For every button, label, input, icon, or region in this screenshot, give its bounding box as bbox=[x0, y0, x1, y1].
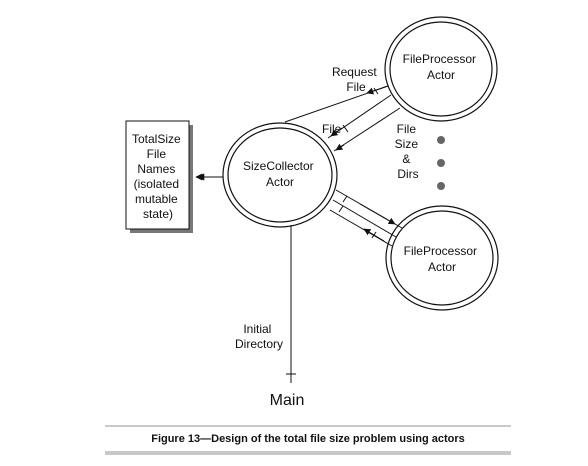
label-initial-directory-line-2: Directory bbox=[235, 337, 283, 351]
link-bottom-3-tick bbox=[371, 231, 377, 239]
more-processors-dot bbox=[437, 159, 445, 167]
total-size-line-2: File bbox=[147, 147, 167, 161]
total-size-line-3: Names bbox=[137, 162, 175, 176]
total-size-line-4: (isolated bbox=[134, 177, 179, 191]
file-processor-top-text: FileProcessor Actor bbox=[403, 52, 480, 82]
label-request-file-line-1: Request bbox=[332, 65, 377, 79]
file-processor-bottom-line-2: Actor bbox=[428, 260, 456, 274]
label-file-size-dirs-line-3: & bbox=[402, 152, 410, 166]
arrow-request-file-tick bbox=[373, 87, 379, 95]
more-processors-dot bbox=[437, 182, 445, 190]
link-bottom-1-tick bbox=[342, 195, 348, 203]
label-file-size-dirs-line-4: Dirs bbox=[397, 167, 418, 181]
size-collector-line-1: SizeCollector bbox=[243, 159, 314, 173]
link-bottom-1-head bbox=[359, 203, 396, 225]
size-collector-text: SizeCollector Actor bbox=[243, 159, 317, 189]
total-size-box-frame bbox=[125, 120, 190, 230]
total-size-box-text: TotalSize File Names (isolated mutable s… bbox=[132, 132, 184, 221]
total-size-line-6: state) bbox=[143, 207, 173, 221]
label-initial-directory: Initial Directory bbox=[235, 322, 283, 351]
caption-bottom-rule bbox=[105, 451, 511, 455]
figure-caption-block: Figure 13—Design of the total file size … bbox=[105, 425, 511, 455]
connectors bbox=[195, 85, 403, 383]
file-processor-top-line-1: FileProcessor bbox=[403, 52, 476, 66]
figure-caption: Figure 13—Design of the total file size … bbox=[151, 433, 465, 445]
file-processor-bottom-outer-ring bbox=[385, 205, 499, 311]
label-initial-directory-line-1: Initial bbox=[243, 322, 271, 336]
size-collector-line-2: Actor bbox=[266, 175, 294, 189]
file-processor-bottom-line-1: FileProcessor bbox=[404, 244, 477, 258]
more-processors-dot bbox=[437, 136, 445, 144]
label-file-size-dirs: File Size & Dirs bbox=[395, 122, 422, 181]
label-file-size-dirs-line-1: File bbox=[397, 122, 417, 136]
total-size-line-1: TotalSize bbox=[132, 132, 181, 146]
label-request-file: Request File bbox=[332, 65, 380, 94]
label-file: File bbox=[322, 122, 342, 136]
arrow-request-file-head bbox=[366, 85, 389, 95]
size-collector-inner-ring bbox=[227, 127, 333, 223]
arrow-file-tick bbox=[342, 124, 349, 133]
file-processor-bottom-inner-ring bbox=[390, 210, 494, 306]
file-processor-bottom-actor: FileProcessor Actor bbox=[385, 205, 499, 311]
size-collector-actor: SizeCollector Actor bbox=[222, 122, 338, 228]
link-bottom-2 bbox=[332, 199, 397, 238]
arrow-file-size-dirs bbox=[333, 107, 401, 152]
size-collector-outer-ring bbox=[222, 122, 338, 228]
more-processors-dots bbox=[437, 136, 445, 190]
total-size-line-5: mutable bbox=[135, 192, 178, 206]
file-processor-top-outer-ring bbox=[384, 16, 498, 122]
total-size-box: TotalSize File Names (isolated mutable s… bbox=[125, 120, 193, 233]
label-file-size-dirs-line-2: Size bbox=[395, 137, 419, 151]
file-processor-top-line-2: Actor bbox=[427, 68, 455, 82]
file-processor-bottom-text: FileProcessor Actor bbox=[404, 244, 481, 274]
file-processor-top-inner-ring bbox=[389, 21, 493, 117]
caption-top-rule bbox=[105, 425, 511, 427]
arrow-file-head bbox=[330, 127, 343, 137]
file-processor-top-actor: FileProcessor Actor bbox=[384, 16, 498, 122]
arrow-file-size-dirs-head bbox=[335, 143, 345, 151]
link-bottom-2-tick bbox=[338, 205, 344, 213]
main-label: Main bbox=[270, 392, 305, 409]
label-request-file-line-2: File bbox=[346, 80, 366, 94]
